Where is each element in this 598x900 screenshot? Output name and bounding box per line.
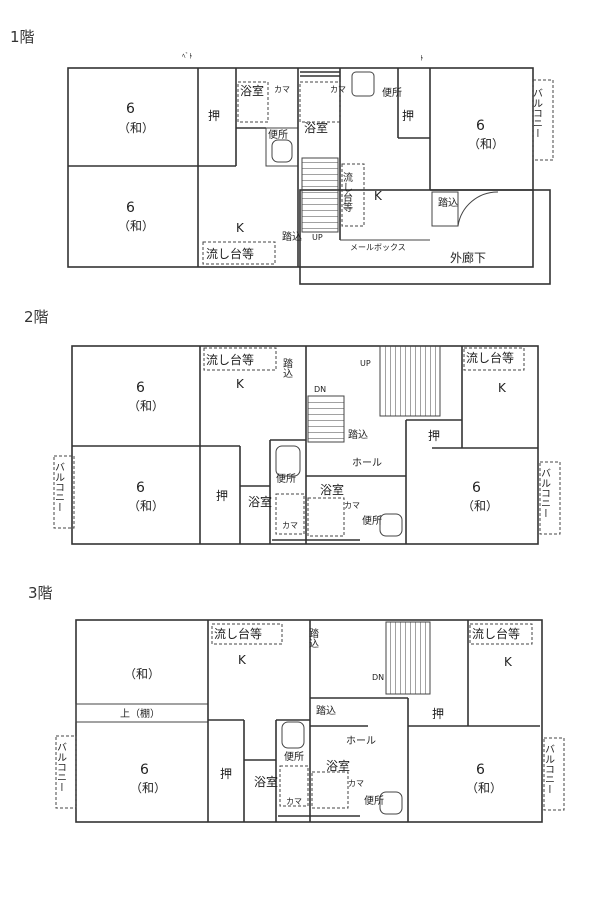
- f3-balcony1: バルコニー: [55, 742, 67, 792]
- f3-room2-type: （和）: [130, 781, 166, 795]
- f2-room2-size: 6: [136, 480, 145, 496]
- f1-k1: K: [236, 221, 245, 235]
- floor-1-plan: ﾍﾞﾄ ﾄ 6 （和） 6 （和） 押 浴室 カマ: [67, 52, 554, 285]
- floor-2-outline: [71, 345, 539, 545]
- f1-k2: K: [374, 189, 383, 203]
- f2-bath2: 浴室: [320, 482, 344, 497]
- f3-room3-type: （和）: [466, 781, 502, 795]
- f2-balcony1: バルコニー: [53, 462, 65, 512]
- floor-label-1: 1階: [10, 28, 35, 46]
- f2-hall: ホール: [352, 457, 382, 469]
- f2-room3-type: （和）: [462, 499, 498, 513]
- f2-up: UP: [360, 359, 371, 368]
- f2-k1: K: [236, 377, 245, 391]
- f3-fumikomi2: 踏込: [316, 704, 336, 717]
- f3-toilet2: 便所: [364, 794, 384, 807]
- note-b: ﾄ: [420, 54, 424, 62]
- f2-room3-size: 6: [472, 480, 481, 496]
- f3-bath1: 浴室: [254, 774, 278, 789]
- f3-k2: K: [504, 655, 513, 669]
- f2-toilet2: 便所: [362, 514, 382, 527]
- floor-1-corridor: [299, 189, 551, 285]
- f1-mailbox: メールボックス: [350, 243, 406, 252]
- f3-nagashi2: 流し台等: [472, 626, 520, 641]
- f3-balcony2: バルコニー: [543, 744, 555, 794]
- f1-kama1: カマ: [274, 85, 290, 94]
- f2-fumikomi2: 踏込: [348, 428, 368, 441]
- f3-oshi1: 押: [432, 707, 444, 721]
- f1-room1-type: （和）: [118, 121, 154, 135]
- f1-bath2: 浴室: [304, 120, 328, 135]
- f2-room2-type: （和）: [128, 499, 164, 513]
- f1-room1-size: 6: [126, 101, 135, 117]
- f3-dn: DN: [372, 673, 384, 682]
- f3-room1-type: （和）: [124, 667, 160, 681]
- f2-k2: K: [498, 381, 507, 395]
- f2-balcony2: バルコニー: [539, 468, 551, 518]
- f2-kama1: カマ: [282, 521, 298, 530]
- f1-fumikomi2: 踏込: [438, 196, 458, 209]
- f2-nagashi2: 流し台等: [466, 350, 514, 365]
- f3-toilet1: 便所: [284, 750, 304, 763]
- f3-ue-tana: 上（棚）: [120, 707, 160, 720]
- f2-nagashi1: 流し台等: [206, 352, 254, 367]
- f2-oshi2: 押: [216, 489, 228, 503]
- note-a: ﾍﾞﾄ: [182, 52, 193, 60]
- f2-toilet1: 便所: [276, 472, 296, 485]
- f2-room1-size: 6: [136, 380, 145, 396]
- f3-nagashi1: 流し台等: [214, 626, 262, 641]
- floor-label-2: 2階: [24, 308, 49, 326]
- f1-up: UP: [312, 233, 323, 242]
- f1-balcony: バルコニー: [531, 88, 543, 138]
- f3-hall: ホール: [346, 735, 376, 747]
- f2-oshi1: 押: [428, 429, 440, 443]
- f3-room2-size: 6: [140, 762, 149, 778]
- f1-nagashi1: 流し台等: [206, 246, 254, 261]
- f1-fumikomi1: 踏込: [282, 230, 302, 243]
- floor-label-3: 3階: [28, 584, 53, 602]
- f3-bath2: 浴室: [326, 758, 350, 773]
- floor-2-plan: 6 （和） 6 （和） 6 （和） 流し台等 流し台等 K K 踏込 踏込 UP…: [53, 345, 561, 545]
- f1-toilet2: 便所: [382, 86, 402, 99]
- f1-kama2: カマ: [330, 85, 346, 94]
- f2-bath1: 浴室: [248, 494, 272, 509]
- f3-oshi2: 押: [220, 767, 232, 781]
- f3-k1: K: [238, 653, 247, 667]
- f1-bath1: 浴室: [240, 83, 264, 98]
- f1-room2-size: 6: [126, 200, 135, 216]
- f1-gairouka: 外廊下: [450, 250, 486, 265]
- f3-kama1: カマ: [286, 797, 302, 806]
- f3-fumikomi1: 踏込: [307, 627, 319, 648]
- f1-room3-size: 6: [476, 118, 485, 134]
- f3-kama2: カマ: [348, 779, 364, 788]
- f1-toilet1: 便所: [268, 128, 288, 141]
- f2-dn: DN: [314, 385, 326, 394]
- f1-oshi: 押: [208, 109, 220, 123]
- f1-room2-type: （和）: [118, 219, 154, 233]
- f1-oshi2: 押: [402, 109, 414, 123]
- f3-room3-size: 6: [476, 762, 485, 778]
- f2-room1-type: （和）: [128, 399, 164, 413]
- f1-nagashi2: 流し台等: [341, 171, 353, 212]
- f2-kama2: カマ: [344, 501, 360, 510]
- f1-room3-type: （和）: [468, 137, 504, 151]
- f2-fumikomi1: 踏込: [281, 357, 293, 378]
- floor-3-plan: （和） 上（棚） 6 （和） 6 （和） 流し台等 流し台等 K K 踏込 踏込…: [55, 619, 565, 823]
